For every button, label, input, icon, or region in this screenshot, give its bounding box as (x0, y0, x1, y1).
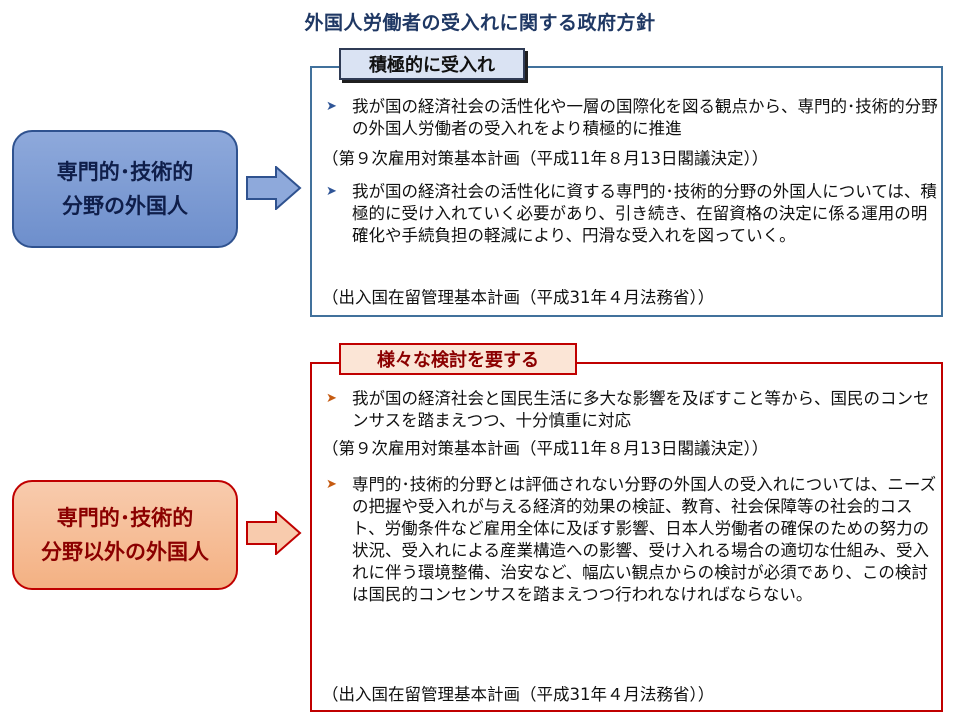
policy-tag-careful-review: 様々な検討を要する (339, 343, 577, 375)
category-box-professional: 専門的･技術的 分野の外国人 (12, 130, 238, 248)
policy-source: （出入国在留管理基本計画（平成31年４月法務省）） (322, 685, 715, 704)
arrowhead-bullet-icon: ➤ (326, 391, 337, 406)
policy-source: （第９次雇用対策基本計画（平成11年８月13日閣議決定）） (322, 149, 769, 168)
category-label-line2: 分野の外国人 (62, 194, 188, 218)
policy-source: （出入国在留管理基本計画（平成31年４月法務省）） (322, 288, 715, 307)
policy-tag-active: 積極的に受入れ (339, 48, 525, 80)
policy-item: ➤ 専門的･技術的分野とは評価されない分野の外国人の受入れについては、ニーズの把… (326, 474, 938, 606)
category-box-non-professional: 専門的･技術的 分野以外の外国人 (12, 480, 238, 590)
policy-item-text: 専門的･技術的分野とは評価されない分野の外国人の受入れについては、ニーズの把握や… (352, 475, 937, 604)
policy-item-text: 我が国の経済社会の活性化に資する専門的･技術的分野の外国人については、積極的に受… (352, 182, 937, 245)
arrowhead-bullet-icon: ➤ (326, 184, 337, 199)
arrowhead-bullet-icon: ➤ (326, 477, 337, 492)
policy-item-text: 我が国の経済社会と国民生活に多大な影響を及ぼすこと等から、国民のコンセンサスを踏… (352, 389, 930, 430)
policy-item: ➤ 我が国の経済社会と国民生活に多大な影響を及ぼすこと等から、国民のコンセンサス… (326, 388, 938, 432)
policy-item-text: 我が国の経済社会の活性化や一層の国際化を図る観点から、専門的･技術的分野の外国人… (352, 97, 938, 138)
category-label-line1: 専門的･技術的 (56, 506, 194, 530)
category-label-line2: 分野以外の外国人 (41, 540, 209, 564)
right-arrow-icon (246, 511, 302, 555)
policy-source: （第９次雇用対策基本計画（平成11年８月13日閣議決定）） (322, 439, 769, 458)
page-title: 外国人労働者の受入れに関する政府方針 (304, 12, 656, 34)
arrowhead-bullet-icon: ➤ (326, 99, 337, 114)
policy-item: ➤ 我が国の経済社会の活性化に資する専門的･技術的分野の外国人については、積極的… (326, 181, 938, 247)
policy-item: ➤ 我が国の経済社会の活性化や一層の国際化を図る観点から、専門的･技術的分野の外… (326, 96, 938, 140)
category-label-line1: 専門的･技術的 (56, 160, 194, 184)
policy-panel-professional (310, 66, 943, 317)
right-arrow-icon (246, 166, 302, 210)
policy-panel-non-professional (310, 362, 943, 712)
